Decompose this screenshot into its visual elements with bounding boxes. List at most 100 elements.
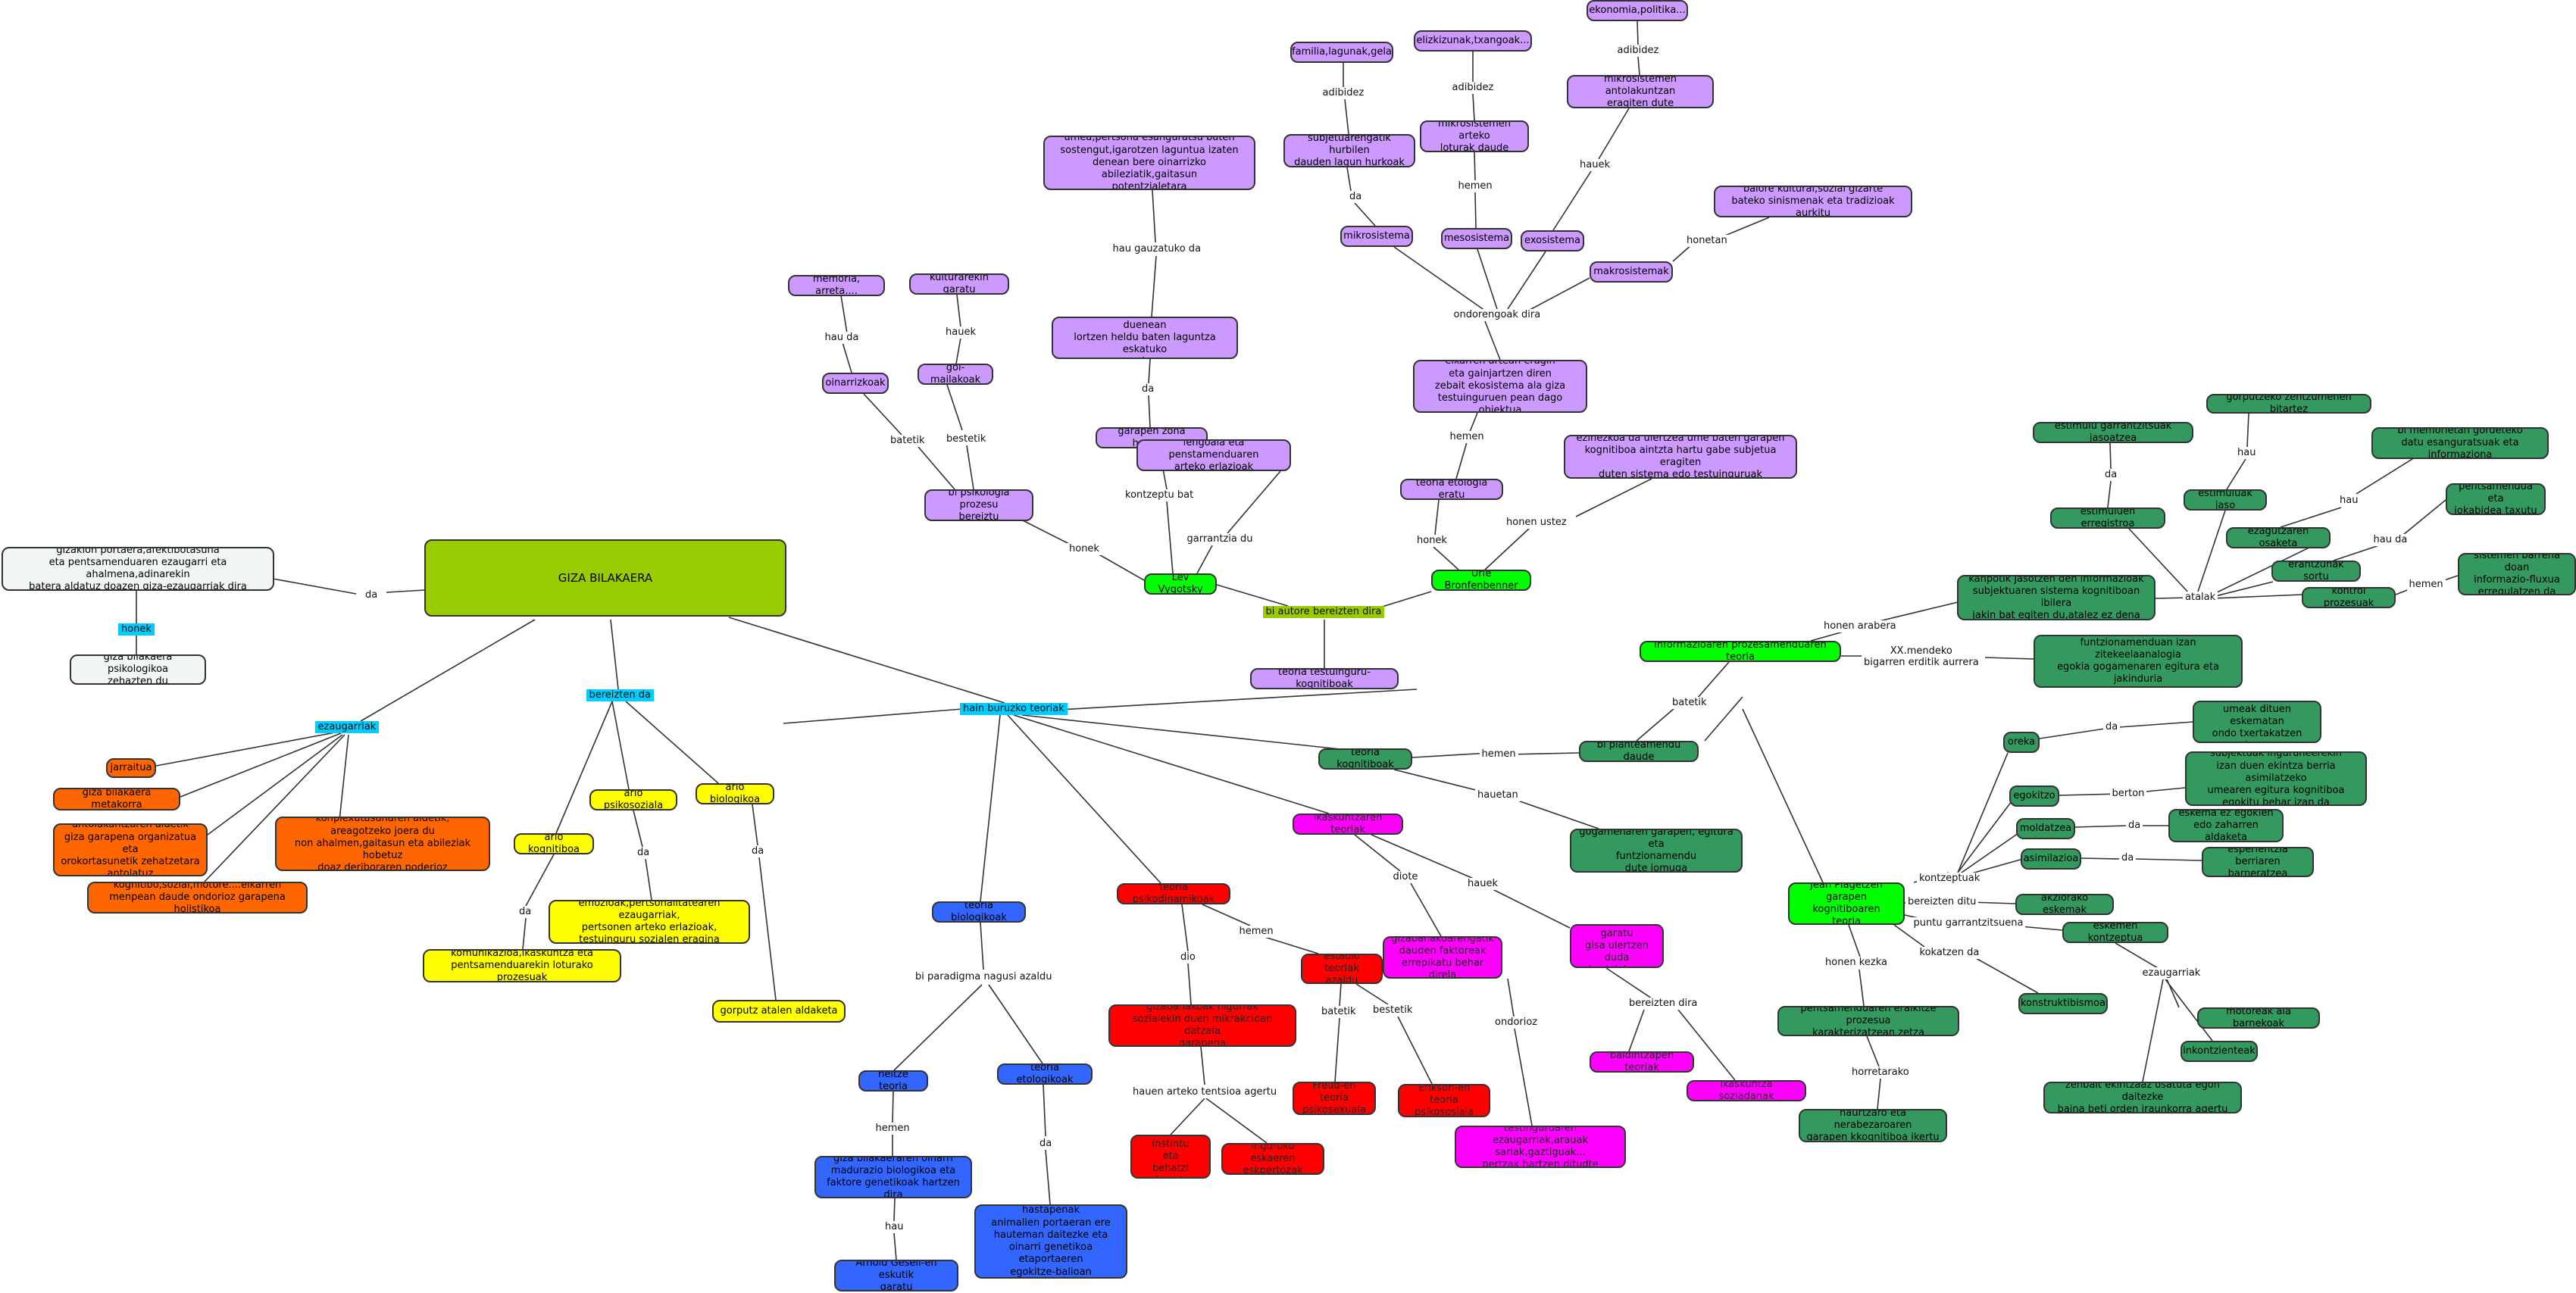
concept-node-v-bi[interactable]: bi psikologia prozesu bereiztu	[924, 489, 1033, 521]
concept-node-g-ezag[interactable]: ezagutzaren osaketa	[2226, 527, 2331, 548]
concept-node-b-exo[interactable]: exosistema	[1521, 230, 1584, 251]
concept-node-v-kult[interactable]: kulturarekin garatu	[909, 273, 1009, 295]
concept-node-g-kanpo[interactable]: kanpotik jasotzen den informazioak subje…	[1957, 575, 2156, 620]
concept-node-g-kontrol[interactable]: kontrol prozesuak	[2302, 587, 2396, 608]
concept-node-v-leng[interactable]: lengoaia eta penstamenduaren arteko erla…	[1136, 439, 1291, 471]
concept-node-g-teor[interactable]: teoria kognitiboak	[1318, 748, 1412, 770]
connector-line	[2142, 979, 2164, 1082]
connector-line	[1552, 170, 1592, 231]
concept-node-e-meta[interactable]: giza bilakaera metakorra	[53, 788, 180, 810]
connector-line	[1477, 248, 1498, 310]
concept-node-b-subj[interactable]: subjetuarengatik hurbilen dauden lagun h…	[1283, 134, 1415, 167]
concept-node-p-barne[interactable]: barne instintu eta behatzi joerak	[1130, 1135, 1211, 1179]
concept-node-p-estad[interactable]: estadio teoriak azaldu	[1301, 954, 1383, 984]
concept-node-g-eskem[interactable]: eskemen kontzeptua	[2062, 922, 2168, 943]
concept-node-p-teor[interactable]: teoria psikodinamikoak	[1117, 883, 1230, 904]
connector-line	[522, 917, 527, 950]
concept-node-b-ezin[interactable]: ezinezkoa da ulertzea ume baten garapen …	[1564, 435, 1797, 479]
concept-node-g-bimem[interactable]: bi memorietan gordeteko datu esanguratsu…	[2371, 427, 2549, 459]
concept-node-v-haur[interactable]: haur batek zerbait egitea ez duenean lor…	[1052, 317, 1238, 359]
concept-node-g-inkont[interactable]: inkontzienteak	[2181, 1041, 2258, 1062]
concept-node-b-mikart[interactable]: mikrosistemen arteko loturak daude	[1420, 120, 1529, 152]
concept-node-g-eskema[interactable]: eskema ez egokien edo zaharren aldaketa	[2168, 809, 2284, 842]
concept-node-g-asimil[interactable]: asimilazioa	[2021, 848, 2081, 870]
concept-node-v-vyg[interactable]: Lev Vygotsky	[1144, 573, 1217, 595]
concept-node-t-eto[interactable]: teoria etologikoak	[997, 1063, 1093, 1085]
concept-node-g-estimul[interactable]: estimuluen erregistroa	[2050, 508, 2165, 529]
concept-node-g-info[interactable]: informazioaren prozesamenduaren teoria	[1640, 641, 1841, 662]
concept-node-b-mikro[interactable]: mikrosistema	[1340, 226, 1413, 247]
concept-node-g-espr2[interactable]: esperientzia berriaren barneratzea	[2202, 847, 2314, 877]
connector-line	[1484, 320, 1501, 361]
concept-node-i-soz[interactable]: ikaskuntza soziadanak	[1687, 1080, 1806, 1101]
concept-node-p-freud[interactable]: Freud-en teoria psikosexuala	[1293, 1082, 1376, 1115]
concept-node-p-gizab[interactable]: gizabanakoak nigurrak sozialekin duen mi…	[1108, 1004, 1296, 1047]
concept-node-e-antol[interactable]: antolakuntzaren aldetik giza garapena or…	[53, 823, 208, 876]
concept-node-n-def[interactable]: gizakion portaera,afektibotasuna eta pen…	[2, 547, 274, 591]
concept-node-t-gizab[interactable]: giza bilakaeraren oinarri madurazio biol…	[814, 1156, 972, 1198]
concept-node-g-haur[interactable]: haurtzaro eta nerabezaroaren garapen kko…	[1799, 1109, 1947, 1142]
concept-node-g-gogam[interactable]: gogamenaren garapen, egitura eta funtzio…	[1570, 829, 1743, 873]
concept-node-root[interactable]: GIZA BILAKAERA	[424, 539, 786, 617]
concept-node-t-heldu[interactable]: heltze teoria	[858, 1070, 928, 1092]
concept-node-e-jarr[interactable]: jarraitua	[106, 758, 156, 778]
concept-node-a-gorp[interactable]: gorputz atalen aldaketa	[712, 1000, 846, 1023]
concept-node-g-estim[interactable]: estimulu garrantzitsuak jasoatzea	[2033, 422, 2193, 443]
link-label-l-hemen3: hemen	[1479, 748, 1518, 760]
concept-node-t-porta[interactable]: giza portaeraren hastapenak animalien po…	[974, 1204, 1127, 1279]
connector-line	[1637, 20, 1639, 45]
concept-node-t-gesell[interactable]: Arnold Gesell-en eskutik garatu	[834, 1260, 958, 1291]
concept-node-b-fam[interactable]: familia,lagunak,gela	[1290, 42, 1393, 63]
concept-node-g-piaget[interactable]: Jean Piagetzen garapen kognitiboaren teo…	[1788, 882, 1905, 925]
concept-node-g-sist[interactable]: sistemen barrena doan informazio-fluxua …	[2458, 553, 2576, 595]
concept-node-i-gizab[interactable]: gizabanakoarengatik dauden faktoreak err…	[1383, 936, 1502, 979]
concept-node-v-mem[interactable]: memoria, arreta....	[788, 275, 885, 296]
concept-node-b-meso[interactable]: mesosistema	[1441, 228, 1512, 249]
concept-node-g-pent[interactable]: pentsamenduaren eraikitze prozesua karak…	[1777, 1006, 1959, 1036]
concept-node-g-bi[interactable]: bi planteamendu daude	[1579, 741, 1699, 762]
concept-node-g-zenb[interactable]: zenbait ekintzaaz osatuta egon daitezke …	[2043, 1082, 2242, 1113]
concept-node-v-umea[interactable]: umea,pertsona esanguratsu baten sostengu…	[1043, 136, 1255, 190]
concept-node-g-estjaso[interactable]: estimuluak jaso	[2184, 489, 2267, 511]
connector-line	[1043, 1084, 1046, 1137]
concept-node-g-subj[interactable]: subjektuak inguruneerekin izan duen ekin…	[2185, 751, 2367, 806]
concept-node-e-kogn[interactable]: kognitibo,sozial,motore....elkarren menp…	[87, 882, 308, 914]
concept-node-g-ikert[interactable]: ikertzaileak konturatu,ordenagailuaren f…	[2034, 635, 2243, 688]
concept-node-b-makro[interactable]: makrosistemak	[1590, 261, 1673, 283]
concept-node-i-proz[interactable]: prozesu · garatu gisa ulertzen duda giza…	[1570, 924, 1664, 968]
concept-node-v-goi[interactable]: goi-mailakoak	[918, 364, 993, 385]
concept-node-b-ekon[interactable]: ekonomia,politika...	[1587, 0, 1688, 21]
concept-node-g-konstr[interactable]: konstruktibismoa	[2018, 993, 2108, 1014]
concept-node-g-gorp[interactable]: gorputzeko zentzumenen bitartez	[2206, 394, 2371, 414]
concept-node-b-mikant[interactable]: mikrosistemen antolakuntzan eragiten dut…	[1567, 75, 1714, 108]
concept-node-b-urie[interactable]: Urie Bronfenbenner	[1431, 570, 1531, 591]
concept-node-g-mot[interactable]: motoreak ala barnekoak	[2197, 1007, 2320, 1029]
concept-node-g-oreka[interactable]: oreka	[2003, 732, 2040, 753]
concept-node-b-eliz[interactable]: elizkizunak,txangoak...	[1414, 30, 1532, 52]
concept-node-p-erikson[interactable]: Erikson-en teoria psikososiala	[1398, 1084, 1490, 1117]
concept-node-n-psik[interactable]: giza bilakaera psikologikoa zehazten du	[70, 654, 206, 685]
concept-node-a-sozial[interactable]: arlo psikosoziala	[589, 789, 677, 810]
concept-node-g-pents[interactable]: pentsamendua eta jokabidea taxutu	[2446, 483, 2546, 515]
concept-node-t-bio[interactable]: teoria biologikoak	[932, 901, 1026, 923]
concept-node-g-moldatz[interactable]: moldatzea	[2016, 818, 2075, 839]
connector-line	[1469, 412, 1478, 433]
concept-node-v-oin[interactable]: oinarrizkoak	[822, 373, 889, 394]
concept-node-a-kogn[interactable]: arlo kognitiboa	[514, 833, 594, 854]
concept-node-g-egokitz[interactable]: egokitzo	[2009, 785, 2059, 807]
concept-node-g-espr1[interactable]: esperientzia berria umeak dituen eskemat…	[2193, 701, 2321, 743]
concept-node-b-elk[interactable]: elkarren artean eragin eta gainjartzen d…	[1413, 360, 1587, 413]
concept-node-i-baldin[interactable]: baldintzapen teoriak	[1590, 1051, 1694, 1073]
concept-node-a-bio[interactable]: arlo biologikoa	[696, 783, 774, 804]
concept-node-e-kompl[interactable]: konplexutasunaren aldetik, areagotzeko j…	[275, 817, 490, 871]
concept-node-b-tt[interactable]: teoria testuinguru-kognitiboak	[1250, 668, 1399, 689]
concept-node-a-komun[interactable]: komunikazioa,ikaskuntza eta pentsamendua…	[423, 949, 621, 982]
concept-node-i-test[interactable]: testinguruaren ezaugarriak,arauak sariak…	[1455, 1126, 1626, 1168]
concept-node-p-inguru[interactable]: inguruko eskaeren eskpertozak	[1221, 1143, 1324, 1175]
concept-node-i-teor[interactable]: ikaskuntzaren teoriak	[1293, 814, 1403, 835]
concept-node-g-akziz[interactable]: akziorako eskemak	[2015, 894, 2114, 915]
concept-node-a-emoz[interactable]: emozioak,pertsonalitatearen ezaugarriak,…	[549, 900, 750, 944]
concept-node-b-etol[interactable]: teoria etologia eratu	[1400, 479, 1503, 500]
concept-node-g-erant[interactable]: erantzunak sortu	[2271, 561, 2361, 582]
concept-node-b-balore[interactable]: balore kultural,sozial gizarte bateko si…	[1714, 186, 1912, 217]
